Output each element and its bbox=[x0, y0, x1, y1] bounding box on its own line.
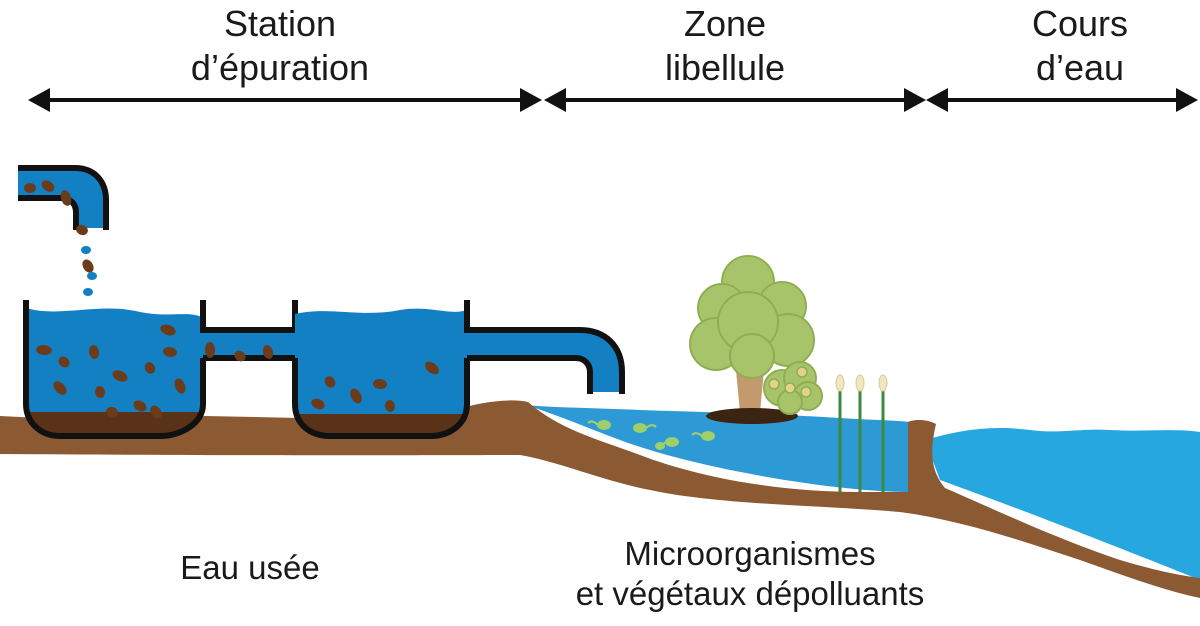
tank-connector bbox=[200, 300, 298, 361]
sediment-particle bbox=[58, 356, 70, 368]
tank-2-sludge bbox=[298, 414, 464, 436]
sediment-particle bbox=[94, 386, 106, 398]
water-drop bbox=[83, 288, 93, 296]
zone-label-cours-eau: Cours d’eau bbox=[980, 2, 1180, 90]
sediment-particle bbox=[204, 342, 216, 358]
sediment-particle bbox=[36, 344, 52, 356]
zone-label-station-line1: Station bbox=[223, 3, 337, 44]
settling-tank-2 bbox=[292, 308, 470, 439]
sediment-particle bbox=[425, 361, 439, 375]
tank-1-wall bbox=[23, 300, 206, 439]
zone-arrows bbox=[28, 88, 1198, 112]
zone-label-libellule-line1: Zone bbox=[683, 3, 767, 44]
microorganisms bbox=[587, 420, 715, 450]
zone-label-station-line2: d’épuration bbox=[190, 46, 370, 88]
sediment-particle bbox=[150, 405, 162, 419]
sediment-particle bbox=[144, 362, 156, 374]
label-eau-usee: Eau usée bbox=[180, 549, 320, 586]
label-microorganismes-line2: et végétaux dépolluants bbox=[575, 575, 925, 613]
water-drop bbox=[81, 246, 91, 254]
zone-label-cours-eau-line1: Cours bbox=[1031, 3, 1129, 44]
zone-label-libellule-line2: libellule bbox=[664, 46, 786, 88]
sediment-particle bbox=[160, 324, 176, 336]
station-span-arrow bbox=[28, 88, 542, 112]
sediment-particle bbox=[234, 350, 246, 362]
sediment-particle bbox=[82, 259, 94, 273]
tank-2-wall bbox=[292, 358, 470, 439]
sediment-particle bbox=[24, 183, 36, 193]
sediment-particle bbox=[311, 398, 325, 410]
libellule-span-arrow bbox=[544, 88, 926, 112]
sediment-particle bbox=[60, 190, 72, 206]
pond-water bbox=[525, 405, 910, 492]
tree bbox=[689, 255, 815, 424]
water-drop bbox=[87, 272, 97, 280]
bush bbox=[763, 361, 823, 415]
sediment-particle bbox=[350, 388, 362, 404]
cours-eau-span-arrow bbox=[926, 88, 1198, 112]
sediment-particle bbox=[174, 378, 186, 394]
tank-2-water bbox=[295, 308, 467, 436]
zone-label-station: Station d’épuration bbox=[140, 2, 420, 90]
ground bbox=[0, 400, 1200, 598]
tree-canopy bbox=[689, 255, 815, 379]
label-microorganismes: Microorganismes et végétaux dépolluants bbox=[500, 534, 1000, 615]
label-microorganismes-line1: Microorganismes bbox=[624, 535, 876, 572]
sediment-particle bbox=[373, 378, 387, 390]
sediment-particle bbox=[41, 180, 55, 192]
sediment-particle bbox=[88, 345, 100, 359]
sediment-particle bbox=[106, 406, 118, 418]
zone-label-cours-eau-line2: d’eau bbox=[1035, 46, 1125, 88]
tree-island bbox=[706, 408, 798, 424]
sediment-particle bbox=[262, 345, 274, 359]
sediment-particle bbox=[324, 376, 336, 388]
sediment-particle bbox=[112, 370, 128, 382]
river-water bbox=[925, 428, 1200, 580]
sediment-particle bbox=[133, 400, 147, 412]
sediment-particle bbox=[163, 346, 177, 358]
sediment-particle bbox=[76, 224, 88, 236]
falling-water-drops bbox=[81, 246, 97, 296]
reeds bbox=[835, 374, 888, 492]
outlet-pipe bbox=[464, 300, 625, 394]
sediment-particle bbox=[384, 400, 396, 412]
sediment-particle bbox=[53, 381, 67, 395]
zone-label-libellule: Zone libellule bbox=[600, 2, 850, 90]
sediment-particles bbox=[24, 180, 439, 419]
